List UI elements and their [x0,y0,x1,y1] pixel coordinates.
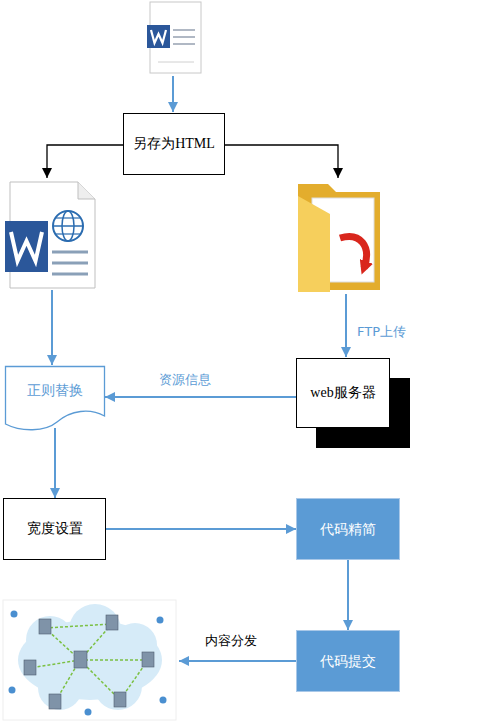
folder-icon [298,184,380,292]
cloud [94,662,142,710]
text-line [173,36,195,38]
user [85,709,92,716]
flow-connector [54,428,56,498]
node-text: 正则替换 [27,382,83,399]
globe-parallel [53,225,83,227]
server [74,651,87,668]
split-arrow [225,145,338,178]
illustration-frame [3,600,176,720]
network-link [80,659,148,661]
cloud [26,616,74,664]
server [114,692,126,707]
cloud [69,604,121,656]
text-line [173,29,195,31]
text-line [52,262,88,265]
network-illustration [3,600,176,720]
process-box: 代码精简 [296,498,400,560]
node-text: 代码提交 [320,653,376,670]
word-html-icon [5,182,95,288]
redirect-arrow [340,237,367,268]
flow-arrow [172,76,174,112]
user [160,697,167,704]
globe-parallel [56,217,80,218]
flow-arrow [345,294,347,357]
word-logo-mark [151,30,166,43]
text-line [158,62,194,63]
servers [24,615,154,709]
server [24,660,36,675]
word-document-icon [147,2,201,73]
process-box: 代码提交 [296,630,400,692]
users [9,611,167,716]
edge-label: 资源信息 [159,371,211,389]
node-text: 另存为HTML [133,136,215,153]
text-line [52,251,88,254]
globe-parallel [56,233,80,234]
server [39,619,51,634]
node-text: web服务器 [310,385,375,402]
document-page [150,2,201,73]
cloud [38,666,82,710]
page-fold [78,182,95,199]
flow-arrow [179,660,296,662]
node-text: 代码精简 [320,521,376,538]
network-links [30,624,148,702]
word-logo-mark [11,232,42,261]
network-link [30,660,80,668]
network-link [45,624,112,628]
node-text: 宽度设置 [27,521,83,538]
server-box: web服务器 [296,358,390,428]
flow-label: 内容分发 [205,632,257,650]
flow-arrow [51,290,53,365]
flow-connector [105,396,296,398]
text-line [173,43,195,45]
globe [53,211,83,241]
process-box: 另存为HTML [123,113,225,175]
user [157,617,164,624]
word-logo [5,221,48,272]
server [142,652,154,667]
user [11,611,18,618]
split-arrow [47,145,123,178]
server [106,615,118,630]
flow-label: FTP上传 [357,323,406,341]
user [9,687,16,694]
text-line [52,273,88,276]
flow-connector [106,528,296,530]
document-outline-path [6,367,105,430]
process-box: 宽度设置 [3,498,106,560]
flow-connector [347,560,349,630]
folder-front [298,196,330,292]
word-logo [147,25,170,48]
server [49,694,61,709]
document-shape: 正则替换 [5,366,105,428]
